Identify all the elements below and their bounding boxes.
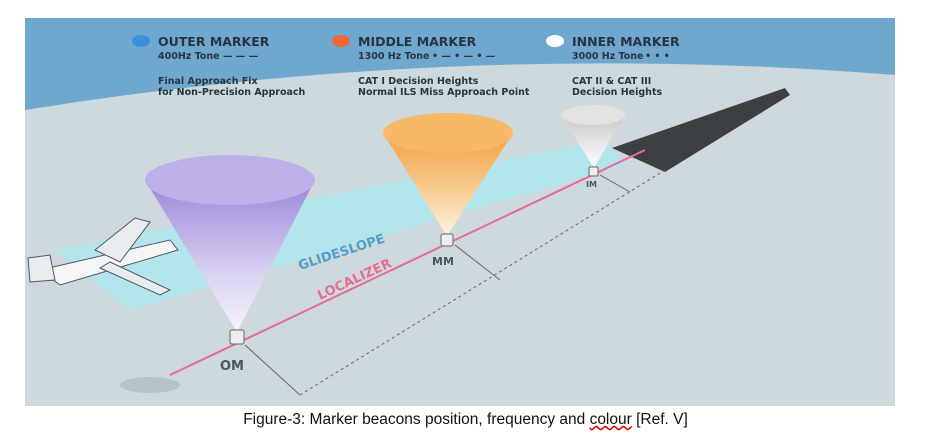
inner-marker-cone xyxy=(561,105,625,177)
inner-marker-legend: INNER MARKER 3000 Hz Tone • • • CAT II &… xyxy=(546,34,680,98)
svg-text:— — —: — — — xyxy=(223,51,258,62)
localizer-line xyxy=(169,149,646,376)
im-tick xyxy=(599,174,631,193)
svg-text:• — • — • —: • — • — • — xyxy=(432,51,495,62)
svg-text:OUTER MARKER: OUTER MARKER xyxy=(158,34,270,49)
svg-text:CAT I Decision Heights: CAT I Decision Heights xyxy=(358,76,479,87)
svg-text:1300 Hz Tone: 1300 Hz Tone xyxy=(358,51,430,62)
outer-marker-cone xyxy=(145,155,315,345)
caption-text: Figure-3: Marker beacons position, frequ… xyxy=(243,411,590,428)
caption-ref: [Ref. V] xyxy=(631,411,688,428)
middle-marker-cone xyxy=(383,113,513,247)
middle-marker-color-dot xyxy=(332,35,350,47)
svg-text:CAT II & CAT III: CAT II & CAT III xyxy=(572,76,651,87)
svg-text:for Non-Precision Approach: for Non-Precision Approach xyxy=(158,87,306,98)
svg-text:• • •: • • • xyxy=(645,51,670,62)
caption-spellcheck-word: colour xyxy=(589,411,632,428)
svg-text:3000 Hz Tone: 3000 Hz Tone xyxy=(572,51,644,62)
outer-marker-color-dot xyxy=(132,35,150,47)
svg-text:Final Approach Fix: Final Approach Fix xyxy=(158,76,258,87)
mm-tick xyxy=(454,244,501,281)
middle-marker-legend: MIDDLE MARKER 1300 Hz Tone • — • — • — C… xyxy=(332,34,530,98)
outer-marker-legend: OUTER MARKER 400Hz Tone — — — Final Appr… xyxy=(132,34,306,98)
figure-caption: Figure-3: Marker beacons position, frequ… xyxy=(0,411,931,429)
mm-label: MM xyxy=(432,255,454,268)
svg-text:Decision Heights: Decision Heights xyxy=(572,87,662,98)
om-tick xyxy=(244,344,301,396)
svg-text:INNER MARKER: INNER MARKER xyxy=(572,34,680,49)
airplane-shadow xyxy=(120,377,180,393)
om-label: OM xyxy=(220,359,244,374)
inner-marker-color-dot xyxy=(546,35,564,47)
svg-text:MIDDLE MARKER: MIDDLE MARKER xyxy=(358,34,477,49)
svg-text:400Hz Tone: 400Hz Tone xyxy=(158,51,220,62)
im-label: IM xyxy=(586,180,597,189)
svg-text:Normal ILS Miss Approach Point: Normal ILS Miss Approach Point xyxy=(358,87,530,98)
runway xyxy=(612,88,790,172)
airplane xyxy=(27,217,180,393)
glideslope-band xyxy=(55,140,625,310)
